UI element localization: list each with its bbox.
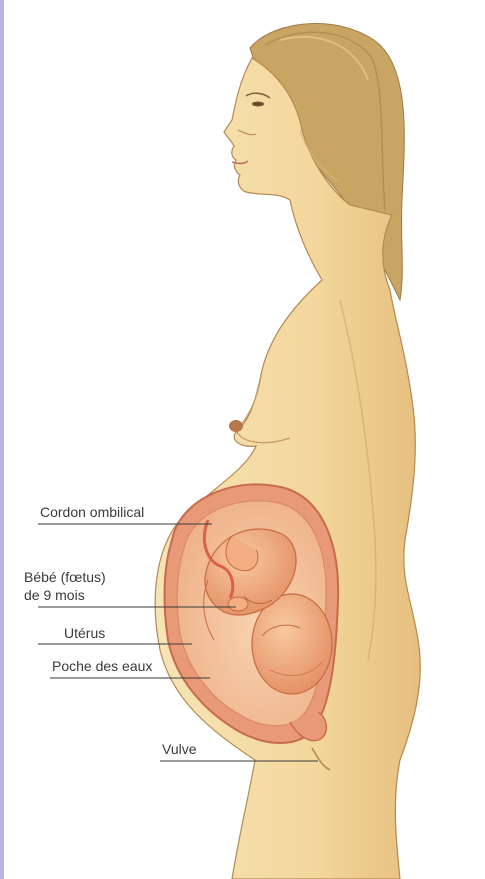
label-fetus-line2: de 9 mois — [24, 586, 106, 604]
label-vulva: Vulve — [162, 740, 197, 758]
label-umbilical-cord: Cordon ombilical — [40, 503, 144, 521]
label-amniotic-sac: Poche des eaux — [52, 657, 152, 675]
label-fetus-line1: Bébé (fœtus) — [24, 568, 106, 586]
label-uterus: Utérus — [64, 624, 105, 642]
label-fetus: Bébé (fœtus) de 9 mois — [24, 568, 106, 604]
